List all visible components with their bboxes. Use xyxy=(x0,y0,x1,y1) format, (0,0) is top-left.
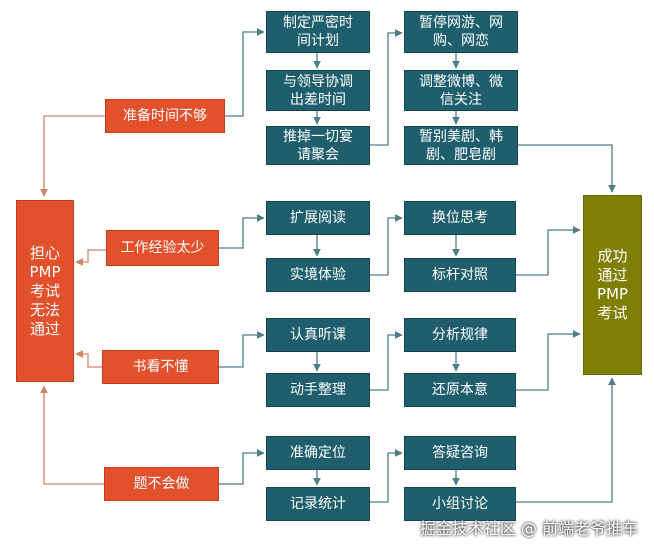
success-box: 成功 通过 PMP 考试 xyxy=(583,195,642,375)
step-qa-box: 答疑咨询 xyxy=(404,436,516,470)
line-cause3-left xyxy=(75,350,102,368)
step-restore-box: 还原本意 xyxy=(404,373,516,407)
line-cause2-left xyxy=(75,249,106,266)
line-cause2-step xyxy=(219,214,265,249)
line-cause4-left xyxy=(40,385,104,485)
step-decline-box: 推掉一切宴 请聚会 xyxy=(266,126,370,165)
step-pause-box: 暂停网游、网 购、网恋 xyxy=(404,11,518,53)
line-g4-b xyxy=(370,449,403,503)
step-real-experience-box: 实境体验 xyxy=(266,258,370,292)
line-g2-b xyxy=(370,214,403,276)
cause-time-box: 准备时间不够 xyxy=(105,99,225,133)
worry-box: 担心 PMP 考试 无法 通过 xyxy=(16,200,74,382)
line-g1-c xyxy=(370,29,403,146)
line-g4-d xyxy=(516,377,616,503)
step-drama-box: 暂别美剧、韩 剧、肥皂剧 xyxy=(404,126,518,165)
watermark: 掘金技术社区 @ 前端老爷推车 xyxy=(419,519,638,538)
line-g1-f xyxy=(518,144,616,193)
step-listen-box: 认真听课 xyxy=(266,318,370,352)
step-extended-reading-box: 扩展阅读 xyxy=(266,201,370,235)
step-perspective-box: 换位思考 xyxy=(404,201,516,235)
step-weibo-box: 调整微博、微 信关注 xyxy=(404,70,518,111)
line-g3-d xyxy=(516,330,581,391)
step-benchmark-box: 标杆对照 xyxy=(404,258,516,292)
step-analyze-box: 分析规律 xyxy=(404,318,516,352)
cause-exercise-box: 题不会做 xyxy=(104,467,219,501)
line-cause1-left xyxy=(40,115,105,197)
step-organize-box: 动手整理 xyxy=(266,373,370,407)
line-cause1-step xyxy=(225,28,265,117)
line-g3-b xyxy=(370,331,403,391)
step-leader-box: 与领导协调 出差时间 xyxy=(266,70,370,111)
step-group-discussion-box: 小组讨论 xyxy=(404,487,516,521)
step-record-box: 记录统计 xyxy=(266,487,370,521)
step-position-box: 准确定位 xyxy=(266,436,370,470)
step-plan-box: 制定严密时 间计划 xyxy=(266,11,370,53)
line-g2-d xyxy=(516,226,581,276)
line-cause3-step xyxy=(219,331,265,368)
line-cause4-step xyxy=(219,449,265,485)
cause-experience-box: 工作经验太少 xyxy=(106,230,219,266)
cause-reading-box: 书看不懂 xyxy=(102,350,219,384)
